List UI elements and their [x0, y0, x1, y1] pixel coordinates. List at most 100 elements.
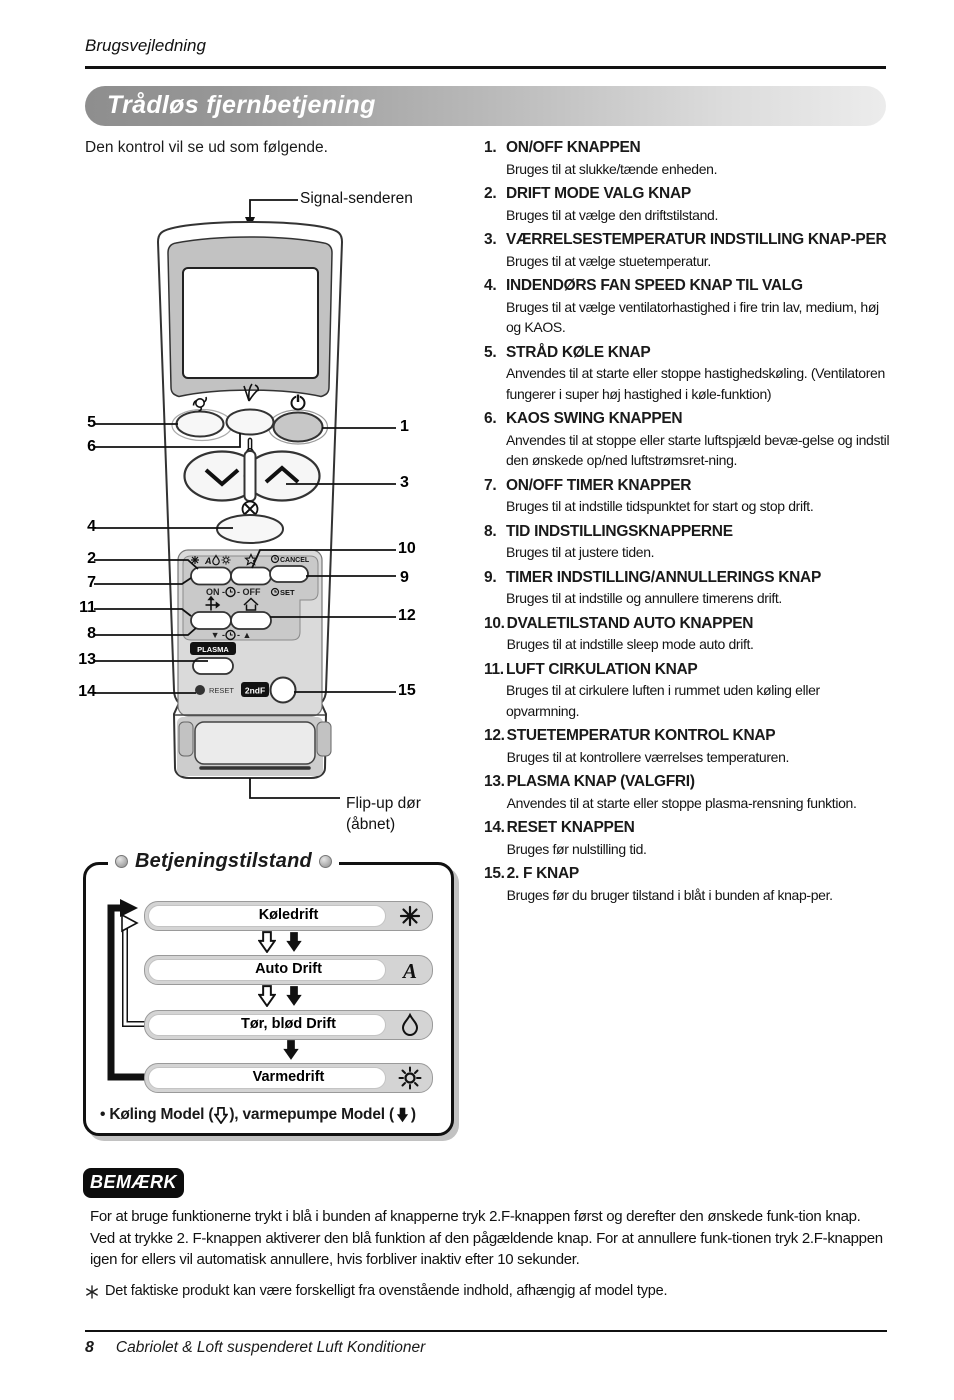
- hollow-down-arrow-icon: [214, 1106, 229, 1124]
- callout-12: 12: [398, 607, 416, 624]
- item-desc: Bruges før du bruger tilstand i blåt i b…: [506, 886, 833, 903]
- item-title: KAOS SWING KNAPPEN: [506, 410, 683, 427]
- footnote-text: Det faktiske produkt kan være forskellig…: [105, 1283, 668, 1299]
- time-down-label: ▼ -: [211, 630, 225, 640]
- chevron-down-icon: [204, 468, 240, 487]
- second-f-button: [269, 676, 297, 704]
- clock-icon: [225, 586, 236, 598]
- page-footer: 8 Cabriolet & Loft suspenderet Luft Kond…: [85, 1339, 425, 1357]
- sleep-button: [230, 566, 272, 586]
- cancel-button: [269, 565, 309, 583]
- page-number: 8: [85, 1339, 94, 1356]
- footnote: Det faktiske produkt kan være forskellig…: [85, 1283, 668, 1299]
- callout-11: 11: [79, 599, 96, 616]
- callout-2: 2: [87, 550, 96, 567]
- lcd-screen: [182, 267, 319, 379]
- jet-cool-swirl-icon: [192, 396, 208, 412]
- swing-airflow-icon: [243, 383, 259, 402]
- item-desc: Anvendes til at starte eller stoppe plas…: [506, 794, 857, 811]
- timer-clock-icon: [270, 554, 280, 564]
- intro-text: Den kontrol vil se ud som følgende.: [85, 139, 328, 156]
- remote-diagram: A CANCEL ON - - OFF SET: [94, 199, 396, 799]
- item-title: 2. F KNAP: [506, 865, 580, 882]
- sun-icon: [398, 1066, 422, 1090]
- on-label: ON -: [206, 587, 225, 597]
- home-icon: [243, 597, 259, 611]
- item-desc: Anvendes til at starte eller stoppe hast…: [506, 365, 885, 402]
- callout-5: 5: [87, 414, 96, 431]
- list-item: 3.VÆRRELSESTEMPERATUR INDSTILLING KNAP-P…: [484, 230, 892, 271]
- off-label: - OFF: [237, 587, 261, 597]
- set-label: SET: [280, 588, 295, 597]
- mode-transition-arrows: [258, 931, 303, 953]
- signal-sender-label: Signal-senderen: [300, 190, 413, 207]
- doc-header: Brugsvejledning: [85, 36, 206, 55]
- button-divider: [243, 450, 257, 502]
- item-desc: Bruges til at kontrollere værrelses temp…: [506, 748, 790, 765]
- mode-box-title-row: Betjeningstilstand: [108, 850, 339, 873]
- callout-7: 7: [87, 574, 96, 591]
- item-title: DVALETILSTAND AUTO KNAPPEN: [506, 614, 754, 632]
- room-temp-button: [230, 611, 272, 630]
- plasma-badge: [190, 642, 236, 655]
- bullet-dot-icon: [318, 855, 332, 868]
- mode-pill-heating: Varmedrift: [144, 1063, 433, 1093]
- item-desc: Bruges til at indstille sleep mode auto …: [506, 636, 754, 652]
- mode-cycle-arrows: [107, 899, 146, 1081]
- set-clock-icon: [270, 587, 280, 597]
- section-banner: Trådløs fjernbetjening: [85, 86, 886, 126]
- plasma-label: PLASMA: [197, 645, 229, 654]
- power-icon: [290, 394, 306, 411]
- filled-down-arrow-icon: [283, 1040, 299, 1060]
- circulation-plus-icon: [205, 595, 221, 611]
- mode-transition-arrows: [282, 1039, 300, 1061]
- plasma-button: [192, 657, 234, 675]
- list-item: 13.PLASMA KNAP (VALGFRI)Anvendes til at …: [484, 772, 892, 813]
- item-desc: Bruges til at justere tiden.: [506, 544, 655, 560]
- callout-6: 6: [87, 438, 96, 455]
- filled-down-arrow-icon: [286, 932, 302, 952]
- callout-lines: [94, 423, 396, 799]
- item-desc: Bruges før nulstilling tid.: [506, 840, 647, 857]
- item-title: DRIFT MODE VALG KNAP: [506, 185, 691, 202]
- timer-on-button: [190, 566, 232, 586]
- door-hinge-right: [316, 721, 332, 757]
- hollow-down-arrow-icon: [258, 931, 276, 953]
- filled-down-arrow-icon: [286, 986, 302, 1006]
- mode-pill-cooling: Køledrift: [144, 901, 433, 931]
- cancel-label: CANCEL: [280, 557, 310, 564]
- flip-door-label: Flip-up dør: [346, 795, 421, 812]
- item-desc: Anvendes til at stoppe eller starte luft…: [506, 431, 890, 469]
- item-title: STUETEMPERATUR KONTROL KNAP: [506, 727, 776, 744]
- auto-a-icon: A: [204, 556, 212, 566]
- item-desc: Bruges til at indstille tidspunktet for …: [506, 498, 814, 514]
- callout-4: 4: [87, 518, 96, 535]
- snowflake-icon: [399, 905, 421, 927]
- mode-label: Varmedrift: [252, 1069, 325, 1085]
- reset-hole: [195, 685, 205, 695]
- mode-label: Køledrift: [258, 907, 319, 923]
- mode-transition-arrows: [258, 985, 303, 1007]
- item-title: INDENDØRS FAN SPEED KNAP TIL VALG: [506, 277, 803, 294]
- droplet-icon: [401, 1012, 419, 1036]
- item-title: PLASMA KNAP (VALGFRI): [506, 773, 695, 790]
- item-title: LUFT CIRKULATION KNAP: [506, 660, 698, 678]
- jet-cool-button: [175, 410, 225, 438]
- item-desc: Bruges til at vælge den driftstilstand.: [506, 206, 719, 223]
- second-f-label: 2ndF: [245, 686, 265, 696]
- snowflake-icon: [191, 556, 199, 564]
- filled-down-arrow-icon: [396, 1107, 409, 1123]
- swing-button: [225, 408, 275, 436]
- bullet-dot-icon: [115, 855, 128, 868]
